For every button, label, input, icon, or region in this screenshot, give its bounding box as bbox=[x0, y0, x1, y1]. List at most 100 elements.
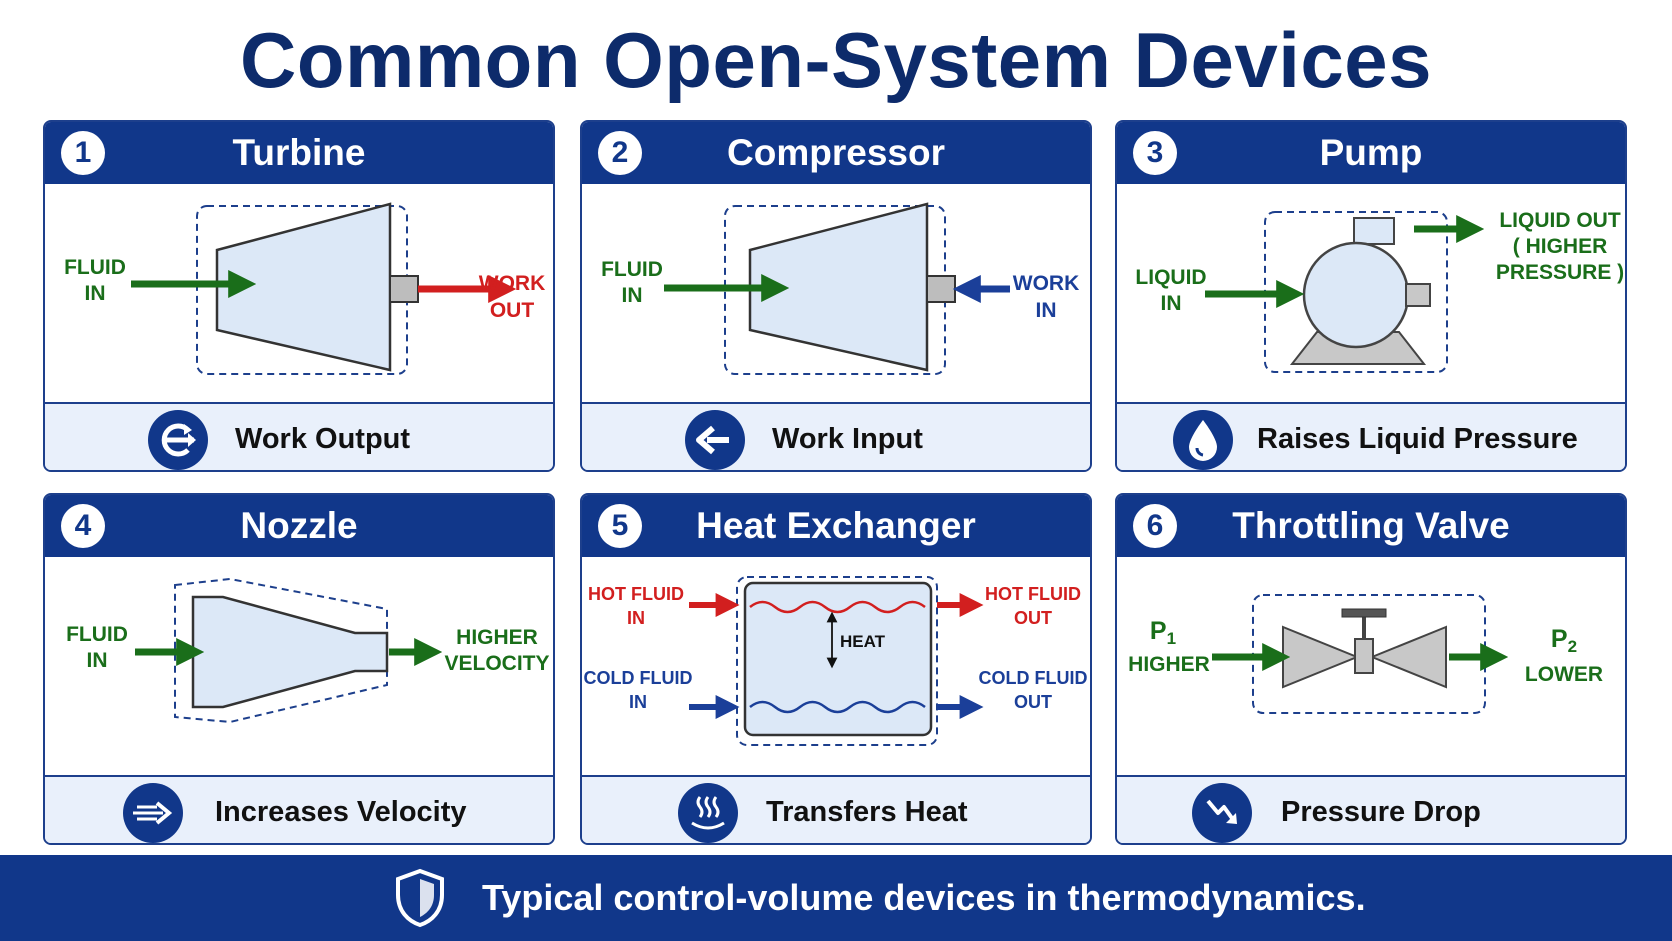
card-footer: Transfers Heat bbox=[582, 775, 1090, 843]
card-title: Compressor bbox=[727, 132, 945, 173]
card-diagram: FLUID IN WORK OUT bbox=[45, 184, 553, 402]
pump-diagram: LIQUID IN LIQUID OUT ( HIGHER PRESSURE ) bbox=[1135, 209, 1624, 373]
card-pump: 3 Pump LIQUID IN LIQUID OUT ( HIGHER PRE… bbox=[1115, 120, 1627, 472]
card-number: 1 bbox=[61, 131, 105, 175]
p2-subscript: 2 bbox=[1568, 637, 1577, 656]
card-throttling-valve: 6 Throttling Valve P1 HIGHER P2 LOWER Pr… bbox=[1115, 493, 1627, 845]
card-header: 6 Throttling Valve bbox=[1117, 495, 1625, 557]
card-header: 1 Turbine bbox=[45, 122, 553, 184]
card-title: Throttling Valve bbox=[1232, 505, 1510, 546]
card-nozzle: 4 Nozzle FLUID IN HIGHER VELOCITY Increa… bbox=[43, 493, 555, 845]
hot-fluid-in-label: HOT FLUID bbox=[588, 584, 684, 604]
liquid-out-label: PRESSURE ) bbox=[1496, 261, 1624, 284]
hot-fluid-line bbox=[749, 600, 926, 614]
card-number: 6 bbox=[1133, 504, 1177, 548]
arrow-left-icon bbox=[685, 410, 745, 470]
liquid-in-label: LIQUID bbox=[1135, 266, 1206, 289]
fluid-in-label: IN bbox=[85, 282, 106, 305]
exchanger-shell bbox=[743, 581, 933, 737]
card-diagram: LIQUID IN LIQUID OUT ( HIGHER PRESSURE ) bbox=[1117, 184, 1625, 402]
compressor-body bbox=[748, 202, 929, 372]
card-diagram: FLUID IN HIGHER VELOCITY bbox=[45, 557, 553, 775]
card-title: Turbine bbox=[232, 132, 366, 173]
shield-icon bbox=[396, 868, 444, 928]
card-footer: Work Input bbox=[582, 402, 1090, 470]
valve-handwheel bbox=[1341, 608, 1387, 618]
trend-down-icon bbox=[1192, 783, 1252, 843]
water-drop-icon bbox=[1173, 410, 1233, 470]
cold-fluid-out-label: OUT bbox=[1014, 692, 1052, 712]
control-volume-boundary bbox=[736, 576, 938, 746]
heat-waves-icon bbox=[678, 783, 738, 843]
valve-body-left bbox=[1282, 625, 1360, 689]
p1-higher-label: HIGHER bbox=[1128, 653, 1210, 676]
card-turbine: 1 Turbine FLUID IN WORK OUT Work Output bbox=[43, 120, 555, 472]
cold-fluid-out-label: COLD FLUID bbox=[979, 668, 1088, 688]
card-footer: Increases Velocity bbox=[45, 775, 553, 843]
compressor-diagram: FLUID IN WORK IN bbox=[601, 202, 1080, 375]
fluid-in-label: FLUID bbox=[601, 258, 663, 281]
nozzle-diagram: FLUID IN HIGHER VELOCITY bbox=[66, 577, 550, 724]
liquid-out-label: LIQUID OUT bbox=[1499, 209, 1620, 232]
work-output-icon bbox=[148, 410, 208, 470]
footer-label: Work Output bbox=[235, 423, 411, 455]
bottom-caption: Typical control-volume devices in thermo… bbox=[482, 877, 1366, 918]
bottom-banner: Typical control-volume devices in thermo… bbox=[0, 855, 1672, 941]
footer-label: Raises Liquid Pressure bbox=[1257, 423, 1578, 455]
p2-label: P2 bbox=[1551, 625, 1577, 656]
liquid-in-label: IN bbox=[1161, 292, 1182, 315]
fluid-in-label: FLUID bbox=[64, 256, 126, 279]
liquid-out-label: ( HIGHER bbox=[1513, 235, 1608, 258]
p2-lower-label: LOWER bbox=[1525, 663, 1603, 686]
footer-label: Pressure Drop bbox=[1281, 796, 1481, 828]
work-in-label: WORK bbox=[1013, 272, 1080, 295]
footer-label: Increases Velocity bbox=[215, 796, 467, 828]
higher-velocity-label: HIGHER bbox=[456, 626, 538, 649]
card-compressor: 2 Compressor FLUID IN WORK IN Work Input bbox=[580, 120, 1092, 472]
page-title: Common Open-System Devices bbox=[239, 16, 1433, 104]
p1-symbol: P bbox=[1150, 617, 1167, 645]
compressor-shaft bbox=[926, 275, 956, 303]
card-diagram: P1 HIGHER P2 LOWER bbox=[1117, 557, 1625, 775]
fluid-in-label: IN bbox=[87, 649, 108, 672]
card-title: Nozzle bbox=[240, 505, 358, 546]
card-header: 3 Pump bbox=[1117, 122, 1625, 184]
card-number: 2 bbox=[598, 131, 642, 175]
card-title: Pump bbox=[1319, 132, 1423, 173]
card-footer: Work Output bbox=[45, 402, 553, 470]
hot-fluid-in-label: IN bbox=[627, 608, 645, 628]
card-diagram: FLUID IN WORK IN bbox=[582, 184, 1090, 402]
pump-outlet-pipe bbox=[1353, 217, 1395, 245]
work-out-label: WORK bbox=[479, 272, 546, 295]
valve-body-right bbox=[1369, 625, 1447, 689]
fast-arrow-icon bbox=[123, 783, 183, 843]
heat-label: HEAT bbox=[840, 632, 886, 651]
card-header: 4 Nozzle bbox=[45, 495, 553, 557]
throttling-valve-diagram: P1 HIGHER P2 LOWER bbox=[1128, 594, 1603, 714]
work-in-label: IN bbox=[1036, 299, 1057, 322]
card-header: 5 Heat Exchanger bbox=[582, 495, 1090, 557]
card-footer: Pressure Drop bbox=[1117, 775, 1625, 843]
fluid-in-label: IN bbox=[622, 284, 643, 307]
card-diagram: HOT FLUID IN HOT FLUID OUT COLD FLUID IN… bbox=[582, 557, 1090, 775]
turbine-body bbox=[215, 202, 392, 372]
cold-fluid-in-label: IN bbox=[629, 692, 647, 712]
turbine-shaft bbox=[389, 275, 419, 303]
footer-label: Work Input bbox=[772, 423, 923, 455]
higher-velocity-label: VELOCITY bbox=[444, 652, 549, 675]
card-header: 2 Compressor bbox=[582, 122, 1090, 184]
turbine-diagram: FLUID IN WORK OUT bbox=[64, 202, 546, 375]
p1-label: P1 bbox=[1150, 617, 1176, 648]
nozzle-body bbox=[191, 595, 389, 709]
valve-stem bbox=[1354, 638, 1374, 674]
heat-exchanger-diagram: HOT FLUID IN HOT FLUID OUT COLD FLUID IN… bbox=[584, 576, 1088, 746]
p1-subscript: 1 bbox=[1167, 629, 1176, 648]
card-number: 3 bbox=[1133, 131, 1177, 175]
pump-casing bbox=[1302, 241, 1410, 349]
card-title: Heat Exchanger bbox=[696, 505, 976, 546]
control-volume-boundary bbox=[174, 577, 388, 724]
card-footer: Raises Liquid Pressure bbox=[1117, 402, 1625, 470]
cold-fluid-in-label: COLD FLUID bbox=[584, 668, 693, 688]
card-heat-exchanger: 5 Heat Exchanger HOT FLUID IN HOT FLUID … bbox=[580, 493, 1092, 845]
pump-inlet-port bbox=[1405, 283, 1431, 307]
